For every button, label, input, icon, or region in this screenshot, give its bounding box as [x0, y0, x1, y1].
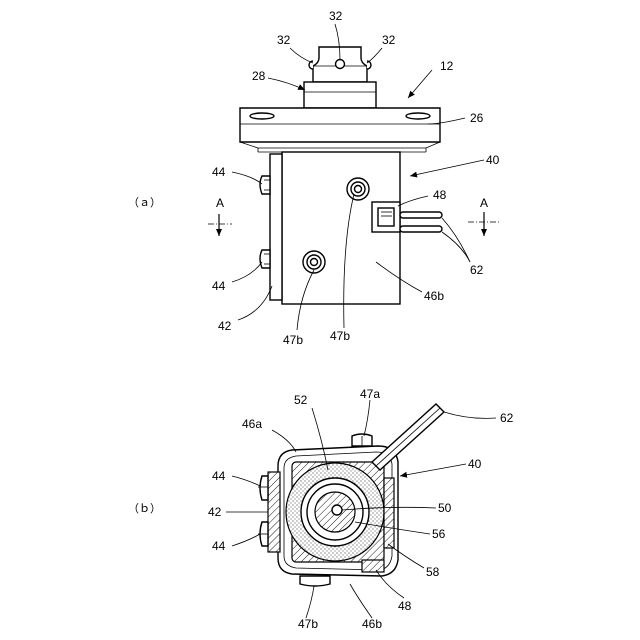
figure-b: （ｂ） — [128, 387, 514, 631]
ref-56: 56 — [432, 527, 446, 541]
ref-62-a: 62 — [470, 263, 484, 277]
ref-32-top: 32 — [329, 9, 343, 23]
flange-26 — [240, 108, 440, 152]
ref-47b-right: 47b — [330, 329, 350, 343]
ref-44-upper-a: 44 — [212, 165, 226, 179]
flange-slot-left — [250, 113, 274, 119]
ref-44-upper-b: 44 — [212, 469, 226, 483]
ref-44-lower-a: 44 — [212, 279, 226, 293]
ref-42-b: 42 — [208, 505, 222, 519]
ref-32-right: 32 — [382, 33, 396, 47]
rail-right — [384, 478, 394, 548]
ref-47b-b: 47b — [298, 617, 318, 631]
plate-42-b — [268, 472, 280, 552]
ref-50: 50 — [438, 501, 452, 515]
screw-47b-lower — [303, 251, 325, 273]
plate-42 — [270, 154, 282, 300]
screw-47b-upper — [347, 178, 369, 200]
ref-44-lower-b: 44 — [212, 539, 226, 553]
center-50 — [332, 505, 342, 515]
ref-28: 28 — [252, 69, 266, 83]
ref-58: 58 — [426, 565, 440, 579]
section-mark-right: A — [468, 196, 500, 236]
ref-47a: 47a — [360, 387, 380, 401]
svg-text:A: A — [480, 196, 488, 210]
ref-26: 26 — [470, 111, 484, 125]
figure-b-label: （ｂ） — [128, 502, 161, 515]
ref-48-a: 48 — [433, 188, 447, 202]
wire-62-b — [372, 404, 444, 470]
hole-32-center — [336, 60, 345, 69]
ref-46b-a: 46b — [424, 289, 444, 303]
figure-a-label: （ａ） — [128, 196, 161, 209]
bolt-44-upper — [260, 176, 270, 194]
ref-48-b: 48 — [398, 599, 412, 613]
connector-48 — [372, 202, 400, 232]
section-mark-left: A — [208, 196, 232, 236]
ref-40-a: 40 — [486, 153, 500, 167]
screw-47b-b — [300, 576, 330, 586]
connector-48-b — [362, 560, 384, 572]
wires-62 — [400, 212, 442, 232]
ref-62-b: 62 — [500, 411, 514, 425]
ref-32-left: 32 — [277, 33, 291, 47]
bolt-44-upper-b — [260, 476, 268, 500]
ref-40-b: 40 — [468, 457, 482, 471]
ref-42-a: 42 — [218, 319, 232, 333]
ref-46b-b: 46b — [362, 617, 382, 631]
flange-slot-right — [406, 113, 430, 119]
figure-a: （ａ） — [128, 9, 500, 347]
svg-text:A: A — [216, 196, 224, 210]
ref-12: 12 — [440, 59, 454, 73]
ref-47b-left: 47b — [283, 333, 303, 347]
bolt-44-lower — [260, 250, 270, 268]
ref-46a: 46a — [242, 417, 262, 431]
leaders-b — [226, 400, 496, 618]
ref-52: 52 — [294, 393, 308, 407]
